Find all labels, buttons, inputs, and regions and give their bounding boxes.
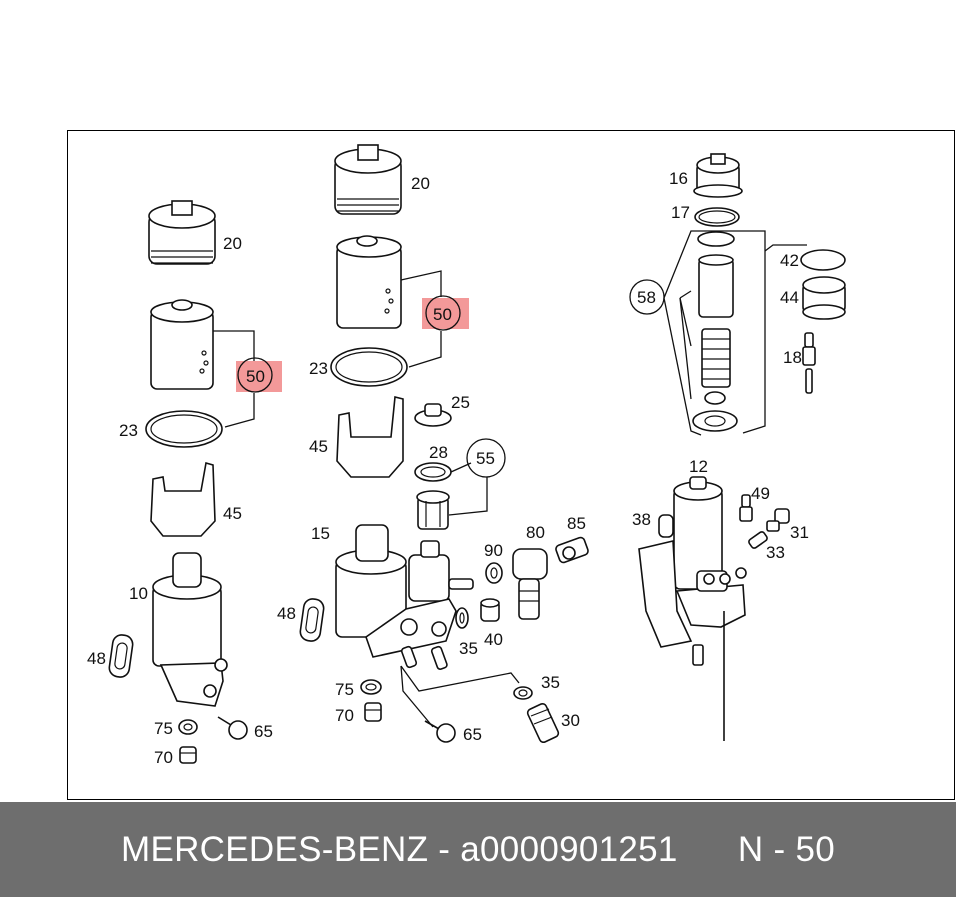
label-42: 42 xyxy=(780,251,799,270)
caption-separator: - xyxy=(428,829,461,869)
label-50-mid: 50 xyxy=(433,305,452,324)
plug-31 xyxy=(766,508,790,532)
parts-diagram: 20 50 23 45 10 48 75 70 65 20 50 23 25 4… xyxy=(67,130,955,800)
cap-44 xyxy=(802,276,846,320)
label-40: 40 xyxy=(484,630,503,649)
label-70-mid: 70 xyxy=(335,706,354,725)
label-50-left: 50 xyxy=(246,367,265,386)
label-33: 33 xyxy=(766,543,785,562)
label-38: 38 xyxy=(632,510,651,529)
sensor-49 xyxy=(739,494,753,522)
position-label: N - 50 xyxy=(737,829,835,869)
seal-35b xyxy=(513,686,533,700)
label-18: 18 xyxy=(783,348,802,367)
label-45-left: 45 xyxy=(223,504,242,523)
clip-48-left xyxy=(108,634,134,678)
label-12: 12 xyxy=(689,457,708,476)
label-45-mid: 45 xyxy=(309,437,328,456)
footer-caption: MERCEDES-BENZ - a0000901251 N - 50 xyxy=(121,830,835,870)
filter-element-50-left xyxy=(150,299,214,390)
banjo-bolt-85 xyxy=(555,536,589,564)
label-65-left: 65 xyxy=(254,722,273,741)
label-31: 31 xyxy=(790,523,809,542)
o-ring-23-left xyxy=(145,410,223,448)
insert-top xyxy=(697,231,735,247)
filter-housing-12 xyxy=(638,476,747,741)
plug-70-mid xyxy=(364,702,382,722)
plug-70-left xyxy=(179,746,197,764)
sleeve-45-mid xyxy=(336,395,404,478)
label-30: 30 xyxy=(561,711,580,730)
label-49: 49 xyxy=(751,484,770,503)
label-28: 28 xyxy=(429,443,448,462)
label-44: 44 xyxy=(780,288,799,307)
label-85: 85 xyxy=(567,514,586,533)
label-80: 80 xyxy=(526,523,545,542)
bolt-65-left xyxy=(217,716,248,740)
washer-75-mid xyxy=(360,679,382,695)
footer-bar: MERCEDES-BENZ - a0000901251 N - 50 xyxy=(0,802,956,897)
label-70-left: 70 xyxy=(154,748,173,767)
label-23-mid: 23 xyxy=(309,359,328,378)
plug-33 xyxy=(748,531,768,549)
label-35-a: 35 xyxy=(459,639,478,658)
label-25: 25 xyxy=(451,393,470,412)
seal-90 xyxy=(485,562,503,584)
label-20-mid: 20 xyxy=(411,174,430,193)
label-75-mid: 75 xyxy=(335,680,354,699)
o-ring-23-mid xyxy=(330,347,408,387)
label-65-mid: 65 xyxy=(463,725,482,744)
clip-48-mid xyxy=(299,598,325,642)
label-20-left: 20 xyxy=(223,234,242,253)
label-55: 55 xyxy=(476,449,495,468)
base-ring xyxy=(692,410,738,432)
filter-housing-15 xyxy=(335,524,474,670)
spring-insert xyxy=(701,328,731,388)
plug-25 xyxy=(414,403,452,427)
sensor-30 xyxy=(526,702,560,744)
label-15: 15 xyxy=(311,524,330,543)
caption-gap xyxy=(678,830,738,870)
label-75-left: 75 xyxy=(154,719,173,738)
cap-16 xyxy=(693,153,743,198)
valve-ring xyxy=(704,391,726,405)
filter-cap-20-mid xyxy=(334,144,402,215)
fitting-80 xyxy=(512,548,548,620)
brand-name: MERCEDES-BENZ xyxy=(121,829,429,869)
label-35-b: 35 xyxy=(541,673,560,692)
label-48-left: 48 xyxy=(87,649,106,668)
exploded-view-svg: 20 50 23 45 10 48 75 70 65 20 50 23 25 4… xyxy=(87,144,846,767)
filter-cartridge xyxy=(698,254,734,318)
label-48-mid: 48 xyxy=(277,604,296,623)
bolt-65-mid xyxy=(424,720,456,743)
filter-element-50-mid xyxy=(336,235,402,329)
label-16: 16 xyxy=(669,169,688,188)
washer-75-left xyxy=(178,719,198,735)
label-10: 10 xyxy=(129,584,148,603)
plug-40 xyxy=(480,598,500,622)
o-ring-42 xyxy=(800,249,846,271)
sleeve-45-left xyxy=(150,461,216,537)
part-number: a0000901251 xyxy=(460,829,678,869)
seal-35a xyxy=(455,607,469,629)
screen-filter xyxy=(416,490,450,530)
label-17: 17 xyxy=(671,203,690,222)
filter-housing-10-left xyxy=(152,552,228,707)
label-90: 90 xyxy=(484,541,503,560)
label-23-left: 23 xyxy=(119,421,138,440)
label-58: 58 xyxy=(637,288,656,307)
sensor-18 xyxy=(802,332,816,394)
filter-cap-20-left xyxy=(148,200,216,265)
